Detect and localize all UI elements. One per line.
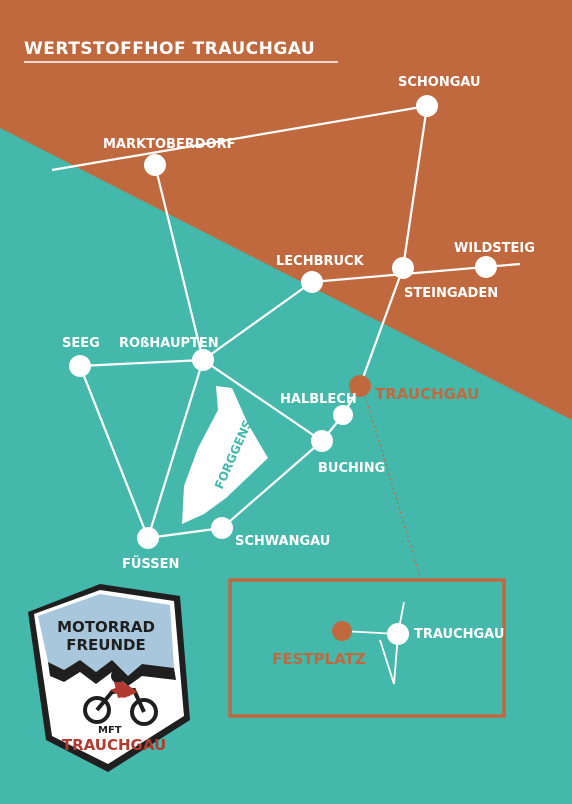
bike-rear-wheel: [83, 696, 111, 724]
logo-abbr: MFT: [98, 725, 122, 736]
marker-lechbruck: [301, 271, 323, 293]
label-rosshaupten: ROßHAUPTEN: [119, 336, 219, 351]
inset-connector: [363, 391, 421, 578]
label-wildsteig: WILDSTEIG: [454, 241, 535, 256]
marker-trauchgau: [349, 375, 371, 397]
rider-body: [114, 682, 130, 698]
road-rosshaupten-fuessen: [146, 359, 205, 539]
marker-buching: [311, 430, 333, 452]
label-seeg: SEEG: [62, 336, 100, 351]
inset-frame: [228, 578, 506, 718]
marker-marktoberdorf: [144, 154, 166, 176]
logo-line2: FREUNDE: [66, 636, 145, 654]
label-steingaden: STEINGADEN: [404, 286, 498, 301]
logo-line1: MOTORRAD: [57, 618, 155, 636]
label-inset-trauchgau: TRAUCHGAU: [414, 627, 504, 642]
marker-rosshaupten: [192, 349, 214, 371]
marker-halblech: [333, 405, 353, 425]
motorrad-freunde-logo: MOTORRAD FREUNDE MFT TRAUCHGAU: [28, 584, 190, 772]
label-fuessen: FÜSSEN: [122, 556, 179, 572]
label-schongau: SCHONGAU: [398, 75, 481, 90]
marker-seeg: [69, 355, 91, 377]
road-rosshaupten-buching: [202, 359, 323, 442]
road-lechbruck-rosshaupten: [202, 281, 313, 361]
marker-festplatz: [332, 621, 352, 641]
logo-sky: [38, 594, 174, 676]
map-title: WERTSTOFFHOF TRAUCHGAU: [24, 39, 315, 59]
logo-town: TRAUCHGAU: [62, 736, 166, 754]
road-seeg-rosshaupten: [79, 358, 204, 368]
road-schwangau-fuessen: [147, 526, 223, 540]
marker-wildsteig: [475, 256, 497, 278]
marker-inset-trauchgau: [387, 623, 409, 645]
road-steingaden-trauchgau: [358, 267, 405, 387]
bike-front-wheel: [130, 698, 158, 726]
marker-schwangau: [211, 517, 233, 539]
label-schwangau: SCHWANGAU: [235, 534, 330, 549]
road-seeg-fuessen: [78, 365, 150, 539]
marker-steingaden: [392, 257, 414, 279]
road-buching-schwangau: [221, 440, 323, 529]
label-buching: BUCHING: [318, 461, 385, 476]
logo-mountains: [48, 660, 176, 686]
road-marktoberdorf-rosshaupten: [153, 164, 205, 361]
label-halblech: HALBLECH: [280, 392, 357, 407]
label-lechbruck: LECHBRUCK: [276, 254, 365, 269]
marker-schongau: [416, 95, 438, 117]
inset-map: TRAUCHGAU FESTPLATZ: [228, 578, 506, 718]
road-marktoberdorf-schongau: [51, 104, 428, 172]
label-trauchgau: TRAUCHGAU: [375, 385, 479, 403]
forggensee-lake: [182, 386, 268, 524]
road-schongau-steingaden: [401, 105, 429, 269]
label-festplatz: FESTPLATZ: [272, 650, 366, 668]
marker-fuessen: [137, 527, 159, 549]
rider-helmet: [111, 669, 125, 683]
motorcycle-icon: [83, 669, 158, 726]
label-marktoberdorf: MARKTOBERDORF: [103, 137, 236, 152]
inset-road-spur: [379, 639, 395, 685]
